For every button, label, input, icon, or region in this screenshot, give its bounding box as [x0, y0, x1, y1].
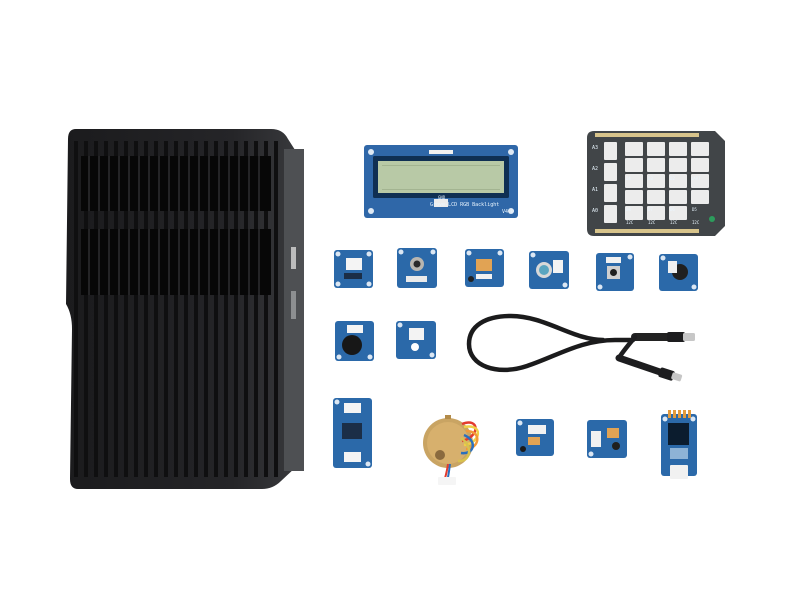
- lcd-label-line1: Grove-LCD RGB Backlight: [430, 202, 500, 208]
- base-shield-label-i2c-3: I2C: [670, 220, 678, 225]
- base-shield-label-a2: A2: [592, 166, 599, 172]
- base-shield-label-a1: A1: [592, 187, 599, 193]
- base-shield-label-uart: UART: [691, 176, 701, 181]
- module-led: [396, 321, 436, 359]
- stepper-motor: [414, 407, 486, 487]
- module-sensor-2: [397, 248, 437, 288]
- base-shield-label-d4: D4: [626, 176, 631, 181]
- base-shield: A3 A2 A1 A0 D8 D7 D6 D5 D4 D3 D2 UART I2…: [587, 131, 725, 236]
- base-shield-label-a3: A3: [592, 145, 599, 151]
- base-shield-label-d8: D8: [626, 207, 631, 212]
- base-shield-label-a0: A0: [592, 208, 599, 214]
- usb-cable: [455, 306, 705, 390]
- base-shield-label-d7: D7: [648, 207, 653, 212]
- module-buzzer: [335, 321, 374, 361]
- base-shield-label-i2c-4: I2C: [692, 220, 700, 225]
- module-sensor-4: [529, 251, 569, 289]
- base-shield-label-i2c-2: I2C: [648, 220, 656, 225]
- module-sound-sensor: [659, 254, 698, 291]
- lcd-label-line2: V4.0: [502, 209, 515, 215]
- module-ultrasonic: [661, 410, 697, 484]
- module-sensor-3: [465, 249, 504, 287]
- black-enclosure: [66, 129, 304, 489]
- base-shield-label-d6: D6: [670, 207, 675, 212]
- base-shield-label-i2c-1: I2C: [626, 220, 634, 225]
- module-sensor-1: [334, 250, 373, 288]
- lcd-module: Grove-LCD RGB Backlight V4.0 GND: [364, 145, 518, 218]
- base-shield-label-d3: D3: [648, 176, 653, 181]
- lcd-label-top: GND: [438, 195, 446, 200]
- module-button: [596, 253, 634, 291]
- module-small-1: [516, 419, 554, 456]
- module-driver-board: [333, 398, 372, 468]
- base-shield-label-d2: D2: [670, 176, 675, 181]
- module-small-2: [587, 420, 627, 458]
- base-shield-label-d5: D5: [692, 207, 697, 212]
